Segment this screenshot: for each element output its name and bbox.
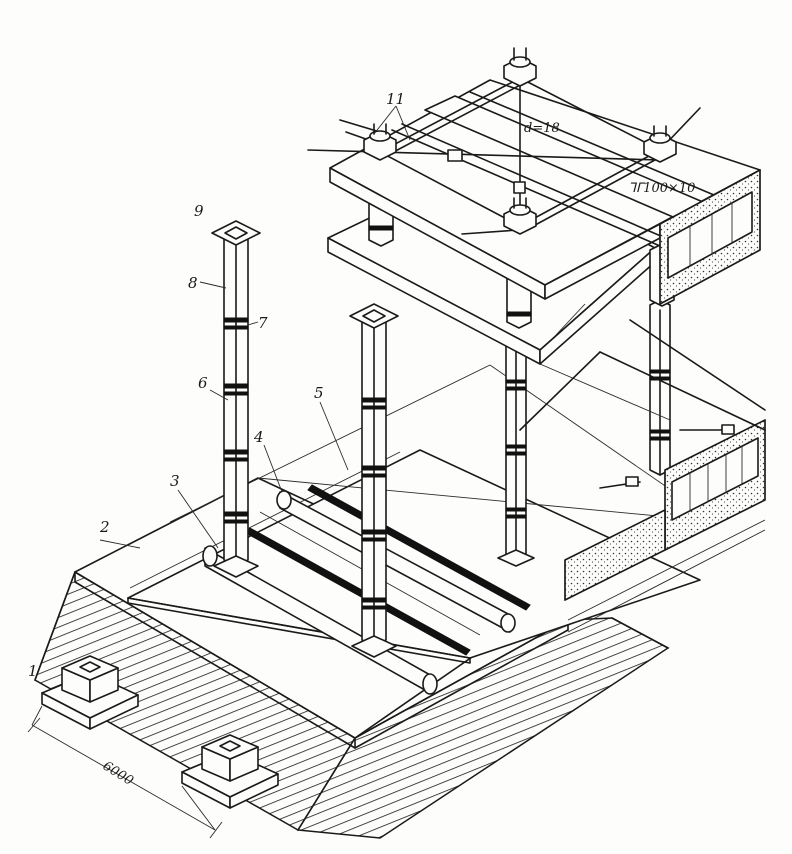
label-lifting-jack: 11 (386, 90, 405, 108)
jack-top-right (643, 125, 677, 163)
label-collar: 7 (258, 314, 268, 332)
footing-left (41, 655, 139, 730)
label-column: 6 (198, 374, 208, 392)
dimension-line (27, 705, 223, 839)
label-base-slab: 2 (99, 518, 110, 536)
jack-top-left (363, 123, 397, 161)
jack-top-back (503, 47, 537, 87)
rollers (202, 484, 531, 695)
label-slab-stack: 5 (314, 384, 324, 402)
wall-panel-upper (659, 168, 761, 306)
label-angle-profile: ᒣᒥ100×10 (628, 181, 695, 196)
footing-right (181, 734, 279, 809)
column-back-right (649, 299, 671, 476)
wall-panel-lower (519, 319, 766, 601)
jack-top-front (503, 197, 537, 235)
label-roller: 4 (253, 428, 264, 446)
label-rod-diameter: d=18 (524, 121, 560, 136)
leader-lines (99, 105, 411, 549)
label-footing: 1 (28, 662, 38, 680)
label-column-shaft: 8 (188, 274, 198, 292)
column-front-left (211, 220, 261, 578)
label-jack-base: 3 (170, 472, 180, 490)
label-column-cap: 9 (194, 202, 204, 220)
label-dimension: 6000 (100, 759, 136, 789)
column-front-middle (349, 303, 399, 658)
